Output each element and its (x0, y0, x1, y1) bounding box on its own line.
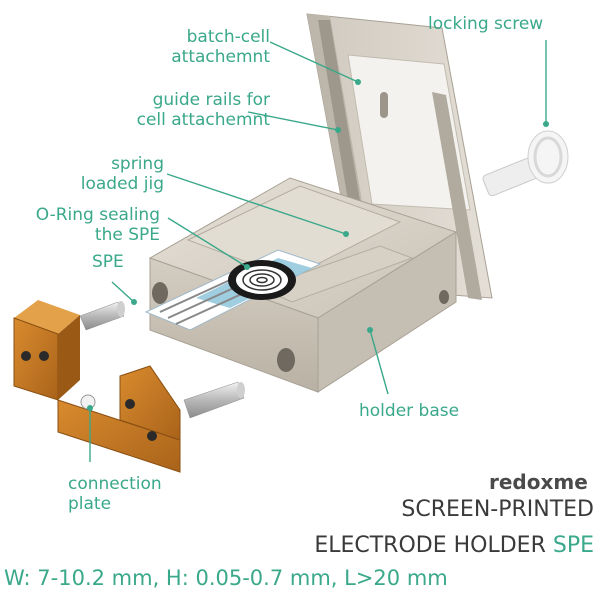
locking-screw (482, 130, 569, 197)
brand-logo: redoxme (489, 470, 588, 494)
label-line: the SPE (94, 225, 160, 245)
hole-icon (147, 431, 157, 441)
title-main: ELECTRODE HOLDER (314, 533, 553, 558)
label-batch-cell-attachment: batch-cell attachemnt (171, 27, 270, 67)
label-line: loaded jig (80, 174, 164, 194)
label-o-ring: O-Ring sealing the SPE (36, 205, 160, 245)
label-spring-loaded-jig: spring loaded jig (81, 154, 164, 194)
hole-icon (39, 351, 49, 361)
label-locking-screw: locking screw (428, 14, 544, 34)
label-line: attachemnt (171, 47, 270, 67)
title-line-1: SCREEN-PRINTED (401, 497, 594, 522)
label-line: plate (68, 494, 112, 514)
specs-text: W: 7-10.2 mm, H: 0.05-0.7 mm, L>20 mm (4, 566, 448, 590)
label-line: O-Ring sealing (35, 205, 160, 225)
hole-icon (152, 282, 168, 304)
brand-prefix: redox (489, 470, 554, 494)
label-line: cell attachemnt (136, 110, 270, 130)
hole-icon (277, 348, 295, 372)
hole-icon (439, 290, 449, 304)
o-ring (228, 260, 296, 300)
label-spe: SPE (92, 252, 124, 272)
slot-icon (380, 92, 388, 118)
label-holder-base: holder base (359, 401, 460, 421)
leader-dots (87, 79, 549, 411)
connection-plate (13, 300, 245, 473)
hole-icon (21, 351, 31, 361)
label-connection-plate: connection plate (68, 474, 162, 514)
leader-lines (89, 40, 547, 462)
label-line: guide rails for (152, 90, 270, 110)
label-line: spring (111, 154, 164, 174)
hole-icon (125, 399, 135, 409)
label-line: connection (68, 474, 162, 494)
label-guide-rails: guide rails for cell attachemnt (137, 90, 270, 130)
label-line: batch-cell (186, 27, 270, 47)
title-accent: SPE (552, 533, 594, 558)
brand-suffix: me (553, 470, 588, 494)
title-line-2: ELECTRODE HOLDER SPE (314, 533, 594, 558)
